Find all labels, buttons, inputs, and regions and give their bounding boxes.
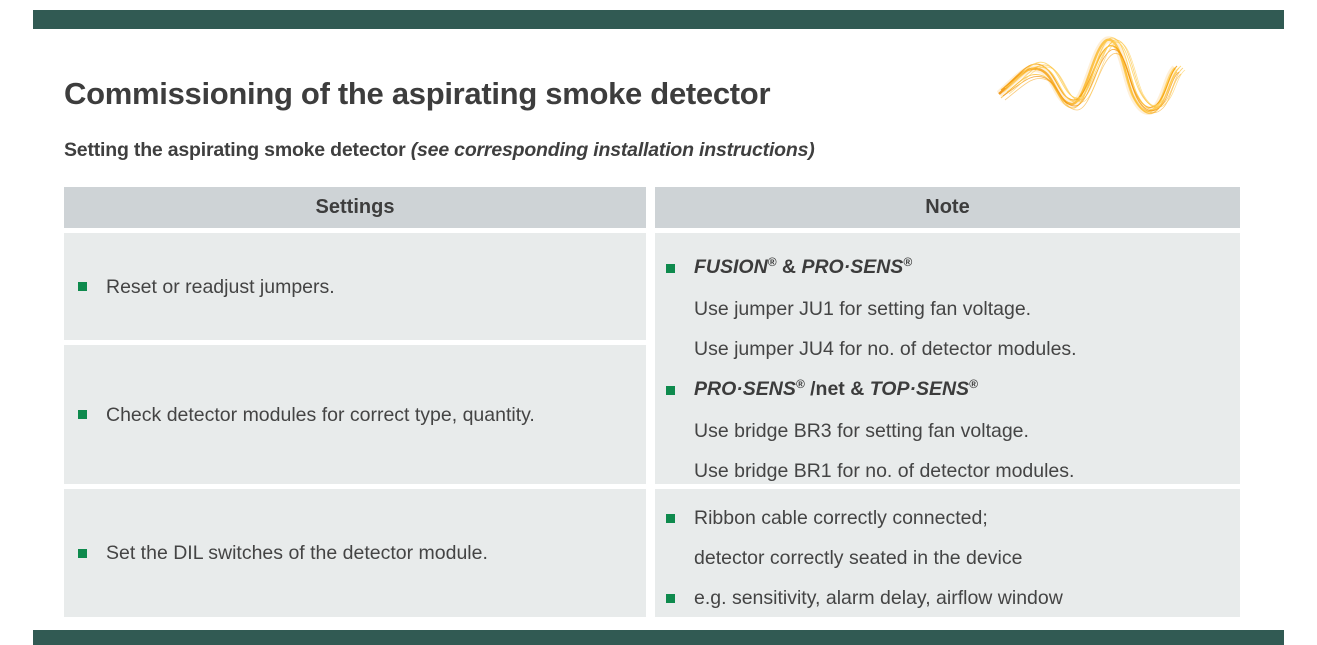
list-item-text: Set the DIL switches of the detector mod… [106,542,488,564]
bullet-square-icon [666,263,675,273]
wave-graphic [996,28,1317,126]
note-line: Use bridge BR1 for no. of detector modul… [666,451,1230,491]
brand-name: TOP·SENS [869,378,970,400]
bullet-square-icon [666,593,675,603]
registered-mark: ® [767,255,777,269]
note-brand-heading-fusion-prosens: FUSION® & PRO·SENS® [666,247,1230,289]
bullet-square-icon [78,282,87,291]
list-item-text: Reset or readjust jumpers. [106,275,335,298]
section-heading-main: Setting the aspirating smoke detector [64,139,411,161]
settings-cell-jumpers: Reset or readjust jumpers. [64,233,646,340]
sound-wave-icon [996,36,1317,115]
note-line: Use bridge BR3 for setting fan voltage. [666,411,1230,451]
table-header-note: Note [655,187,1240,228]
bullet-square-icon [666,513,675,523]
section-heading: Setting the aspirating smoke detector (s… [64,139,815,162]
settings-cell-dil-switches: Set the DIL switches of the detector mod… [64,489,646,617]
list-item: Set the DIL switches of the detector mod… [78,541,488,565]
brand-joiner: & [776,256,802,278]
page-title: Commissioning of the aspirating smoke de… [64,75,771,111]
brand-name: FUSION [694,256,768,278]
list-item: Reset or readjust jumpers. [78,275,335,299]
brand-joiner: /net & [804,378,870,400]
note-line-text: Ribbon cable correctly connected; [694,507,988,529]
note-line-text: Use jumper JU4 for no. of detector modul… [694,338,1077,360]
note-line: detector correctly seated in the device [666,538,1230,578]
note-line-text: e.g. sensitivity, alarm delay, airflow w… [694,587,1063,609]
bullet-square-icon [78,410,87,419]
note-line-text: Use bridge BR1 for no. of detector modul… [694,460,1075,482]
table-header-settings: Settings [64,187,646,228]
top-accent-bar [33,10,1284,29]
list-item: e.g. sensitivity, alarm delay, airflow w… [666,578,1230,618]
table-header-settings-label: Settings [315,196,395,218]
note-cell-jumper-bridge: FUSION® & PRO·SENS® Use jumper JU1 for s… [655,233,1240,484]
note-line: Use jumper JU4 for no. of detector modul… [666,329,1230,369]
list-item: Check detector modules for correct type,… [78,403,535,427]
note-line-text: detector correctly seated in the device [694,547,1023,569]
note-line-text: Use bridge BR3 for setting fan voltage. [694,420,1029,442]
registered-mark: ® [903,255,913,269]
list-item-text: Check detector modules for correct type,… [106,403,535,426]
section-heading-italic: (see corresponding installation instruct… [410,139,815,161]
bottom-accent-bar [33,630,1284,645]
table-header-note-label: Note [925,196,970,218]
registered-mark: ® [969,377,978,391]
brand-name: PRO·SENS [801,256,904,278]
brand-name: PRO·SENS [694,378,796,400]
note-cell-ribbon-cable: Ribbon cable correctly connected; detect… [655,489,1240,617]
list-item: Ribbon cable correctly connected; [666,498,1230,538]
bullet-square-icon [666,385,675,395]
note-brand-heading-prosensnet-topsens: PRO·SENS® /net & TOP·SENS® [666,369,1230,411]
bullet-square-icon [78,548,87,558]
note-line: Use jumper JU1 for setting fan voltage. [666,289,1230,329]
note-line-text: Use jumper JU1 for setting fan voltage. [694,298,1032,320]
settings-cell-detector-modules: Check detector modules for correct type,… [64,345,646,484]
registered-mark: ® [795,377,805,391]
